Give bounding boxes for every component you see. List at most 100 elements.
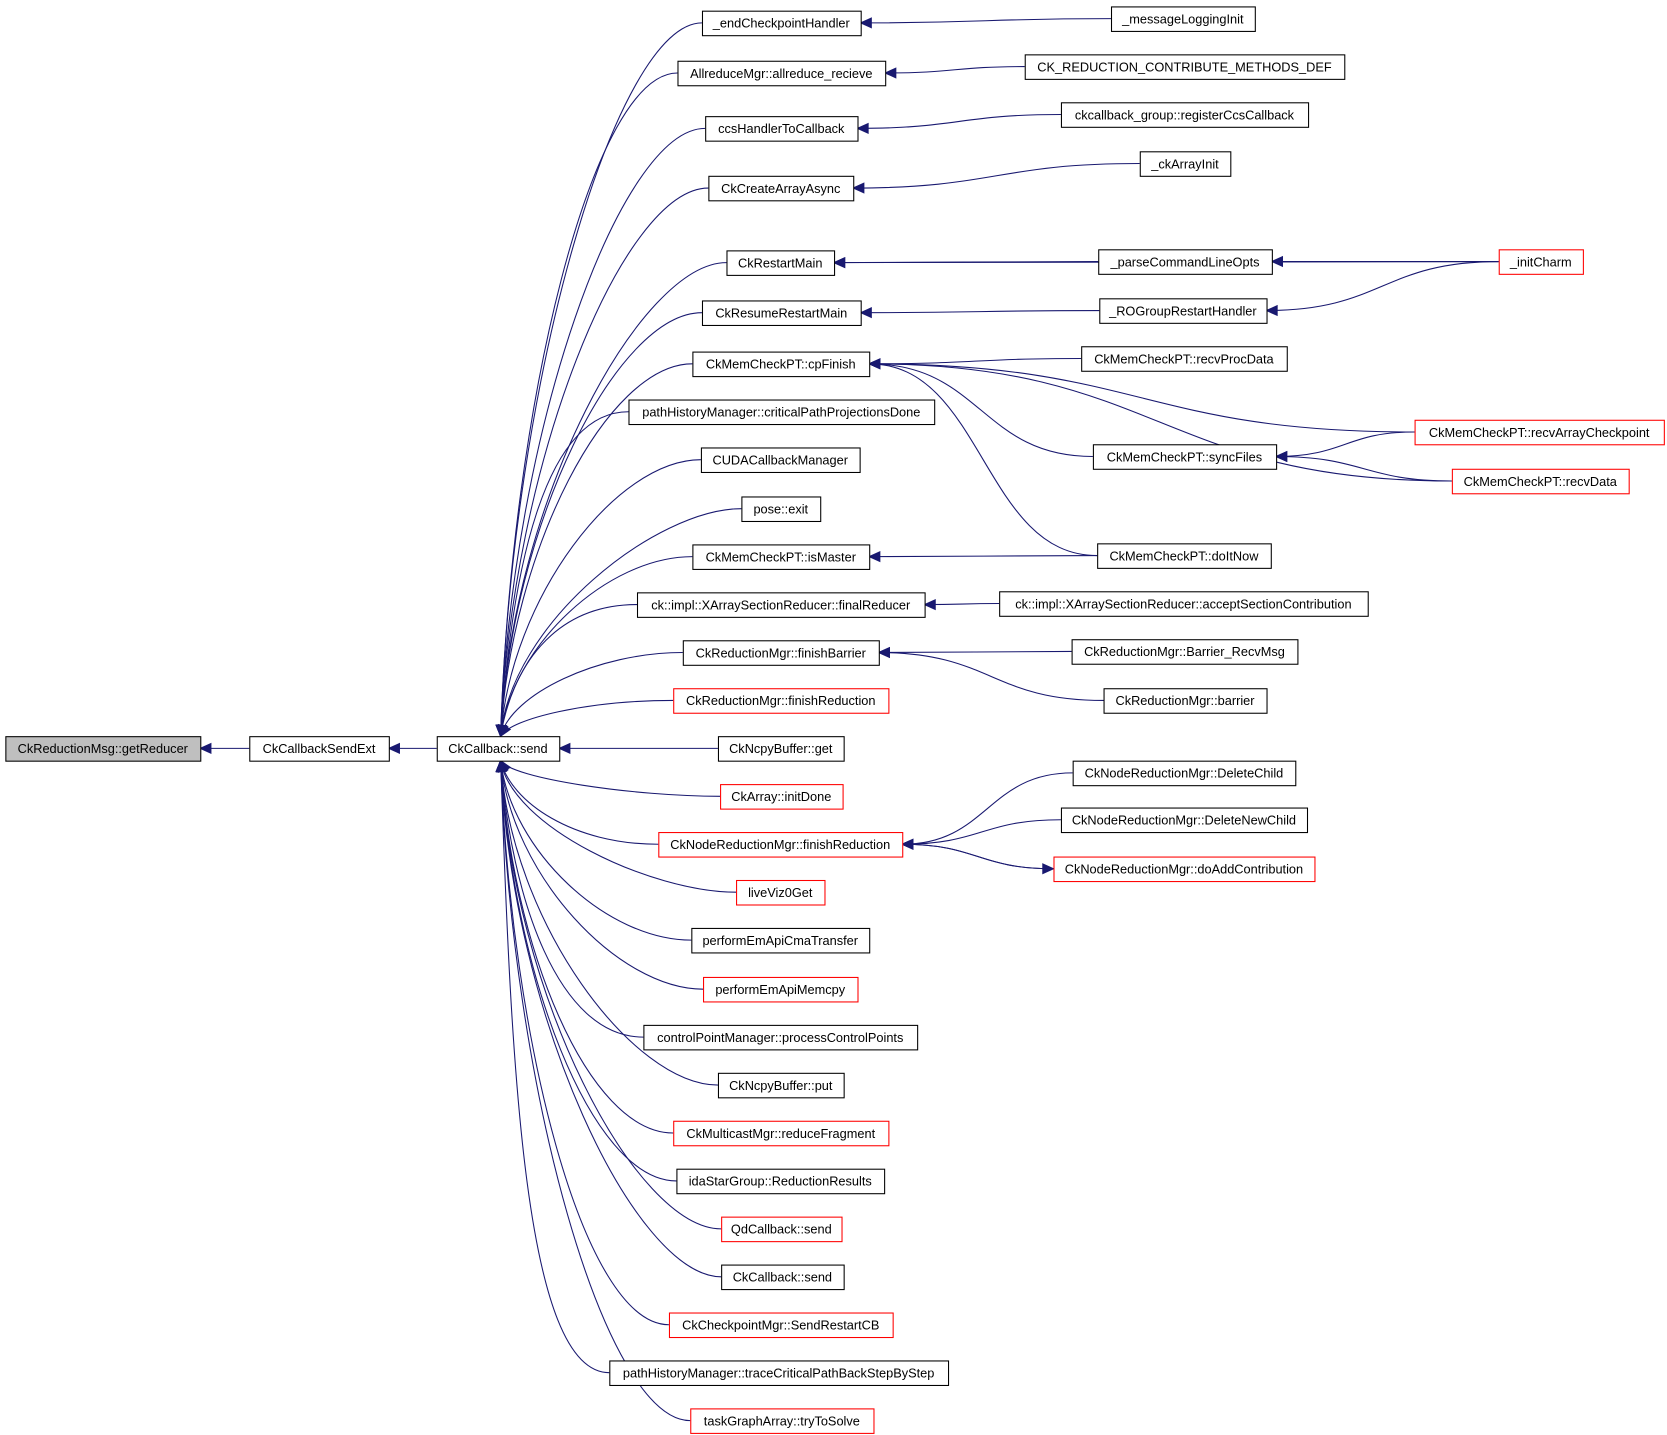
node-label: CkMemCheckPT::recvArrayCheckpoint bbox=[1429, 425, 1650, 440]
edge-nodeFinish-to-doAddContrib bbox=[902, 843, 1055, 875]
node-cknodereductionmgr-doaddcontribution[interactable]: CkNodeReductionMgr::doAddContribution bbox=[1053, 856, 1316, 883]
edge-line bbox=[878, 650, 1072, 654]
node-parsecommandlineopts[interactable]: _parseCommandLineOpts bbox=[1098, 249, 1273, 275]
node-label: CkNodeReductionMgr::doAddContribution bbox=[1065, 862, 1303, 877]
arrowhead-icon bbox=[883, 67, 897, 79]
edge-line bbox=[500, 127, 706, 737]
node-label: _parseCommandLineOpts bbox=[1110, 254, 1260, 269]
node-ckcallback-send[interactable]: CkCallback::send bbox=[721, 1264, 845, 1291]
edge-ctrlPoints-to-cbsend bbox=[495, 759, 644, 1038]
node-cknodereductionmgr-finishreduction[interactable]: CkNodeReductionMgr::finishReduction bbox=[658, 832, 904, 858]
node-ckresumerestartmain[interactable]: CkResumeRestartMain bbox=[701, 300, 862, 326]
node-ckcallbacksendext[interactable]: CkCallbackSendExt bbox=[249, 736, 390, 762]
node-ckarray-initdone[interactable]: CkArray::initDone bbox=[720, 784, 844, 810]
node-label: ckcallback_group::registerCcsCallback bbox=[1075, 107, 1295, 122]
node-box bbox=[692, 544, 871, 570]
node-performemapicmatransfer[interactable]: performEmApiCmaTransfer bbox=[691, 927, 871, 954]
node-idastargroup-reductionresults[interactable]: idaStarGroup::ReductionResults bbox=[676, 1168, 886, 1195]
node-allreducemgr-allreduce-recieve[interactable]: AllreduceMgr::allreduce_recieve bbox=[677, 60, 887, 87]
node-ckcallback-send[interactable]: CkCallback::send bbox=[436, 736, 561, 762]
node-performemapimemcpy[interactable]: performEmApiMemcpy bbox=[703, 976, 859, 1003]
node-label: CK_REDUCTION_CONTRIBUTE_METHODS_DEF bbox=[1037, 59, 1332, 74]
node-ckcallback-group-registerccscallback[interactable]: ckcallback_group::registerCcsCallback bbox=[1060, 102, 1310, 128]
node-initcharm[interactable]: _initCharm bbox=[1498, 249, 1584, 275]
node-ckncpybuffer-put[interactable]: CkNcpyBuffer::put bbox=[717, 1072, 845, 1099]
node-ckcreatearrayasync[interactable]: CkCreateArrayAsync bbox=[708, 175, 855, 202]
node-label: _initCharm bbox=[1509, 254, 1572, 269]
node-label: QdCallback::send bbox=[731, 1222, 832, 1237]
arrowhead-icon bbox=[856, 122, 869, 134]
node-ckmemcheckpt-doitnow[interactable]: CkMemCheckPT::doItNow bbox=[1097, 543, 1272, 569]
node-messagelogginginit[interactable]: _messageLoggingInit bbox=[1110, 6, 1256, 32]
node-ckreductionmsg-getreducer[interactable]: CkReductionMsg::getReducer bbox=[5, 736, 202, 762]
node-ccshandlertocallback[interactable]: ccsHandlerToCallback bbox=[705, 116, 859, 142]
node-ckarrayinit[interactable]: _ckArrayInit bbox=[1139, 151, 1232, 177]
arrowhead-icon bbox=[198, 742, 212, 755]
edge-line bbox=[500, 312, 702, 737]
node-ckreductionmgr-barrier-recvmsg[interactable]: CkReductionMgr::Barrier_RecvMsg bbox=[1071, 639, 1299, 665]
edge-line bbox=[1266, 261, 1499, 312]
node-label: _endCheckpointHandler bbox=[712, 16, 851, 31]
arrowhead-icon bbox=[557, 742, 571, 755]
node-ckrestartmain[interactable]: CkRestartMain bbox=[726, 250, 836, 276]
node-box bbox=[609, 1360, 950, 1386]
node-qdcallback-send[interactable]: QdCallback::send bbox=[721, 1216, 843, 1243]
arrowhead-icon bbox=[495, 759, 507, 773]
node-box bbox=[720, 784, 844, 810]
edge-line bbox=[500, 760, 737, 893]
node-ckmemcheckpt-recvdata[interactable]: CkMemCheckPT::recvData bbox=[1451, 468, 1630, 495]
node-ck-impl-xarraysectionreducer-finalreducer[interactable]: ck::impl::XArraySectionReducer::finalRed… bbox=[636, 592, 926, 618]
node-pathhistorymanager-tracecriticalpathbackstepbystep[interactable]: pathHistoryManager::traceCriticalPathBac… bbox=[609, 1360, 950, 1386]
node-label: liveViz0Get bbox=[748, 885, 813, 900]
node-ckmemcheckpt-syncfiles[interactable]: CkMemCheckPT::syncFiles bbox=[1092, 444, 1278, 470]
node-label: ck::impl::XArraySectionReducer::acceptSe… bbox=[1015, 596, 1351, 611]
node-pose-exit[interactable]: pose::exit bbox=[741, 496, 822, 523]
node-cknodereductionmgr-deletenewchild[interactable]: CkNodeReductionMgr::DeleteNewChild bbox=[1060, 807, 1309, 834]
node-ck-reduction-contribute-methods-def[interactable]: CK_REDUCTION_CONTRIBUTE_METHODS_DEF bbox=[1024, 54, 1346, 80]
node-box bbox=[1072, 760, 1297, 787]
node-cknodereductionmgr-deletechild[interactable]: CkNodeReductionMgr::DeleteChild bbox=[1072, 760, 1297, 787]
edge-line bbox=[500, 760, 722, 1230]
arrowhead-icon bbox=[1274, 450, 1288, 463]
node-ckreductionmgr-finishreduction[interactable]: CkReductionMgr::finishReduction bbox=[673, 688, 890, 714]
node-cudacallbackmanager[interactable]: CUDACallbackManager bbox=[700, 447, 861, 474]
node-box bbox=[1103, 688, 1268, 714]
edge-line bbox=[869, 363, 1093, 458]
edge-line bbox=[853, 162, 1140, 189]
node-box bbox=[436, 736, 561, 762]
node-pathhistorymanager-criticalpathprojectionsdone[interactable]: pathHistoryManager::criticalPathProjecti… bbox=[628, 399, 936, 426]
node-box bbox=[741, 496, 822, 523]
arrowhead-icon bbox=[1265, 304, 1278, 317]
node-ckreductionmgr-barrier[interactable]: CkReductionMgr::barrier bbox=[1103, 688, 1268, 714]
node-label: _messageLoggingInit bbox=[1121, 11, 1244, 26]
edge-line bbox=[902, 819, 1061, 845]
node-ckreductionmgr-finishbarrier[interactable]: CkReductionMgr::finishBarrier bbox=[682, 640, 880, 666]
node-liveviz0get[interactable]: liveViz0Get bbox=[736, 879, 826, 906]
edge-liveViz-to-cbsend bbox=[496, 759, 737, 893]
edge-nodeFinish-to-cbsend bbox=[497, 759, 659, 845]
node-label: CkReductionMgr::finishBarrier bbox=[696, 645, 867, 660]
arrowhead-icon bbox=[859, 17, 872, 29]
node-taskgrapharray-trytosolve[interactable]: taskGraphArray::tryToSolve bbox=[690, 1408, 875, 1434]
edge-line bbox=[500, 459, 701, 737]
node-label: AllreduceMgr::allreduce_recieve bbox=[690, 66, 872, 81]
edge-line bbox=[869, 363, 1415, 433]
node-ckmemcheckpt-cpfinish[interactable]: CkMemCheckPT::cpFinish bbox=[692, 351, 871, 378]
node-endcheckpointhandler[interactable]: _endCheckpointHandler bbox=[701, 10, 862, 37]
node-ckmulticastmgr-reducefragment[interactable]: CkMulticastMgr::reduceFragment bbox=[673, 1120, 890, 1147]
node-box bbox=[700, 447, 861, 474]
node-controlpointmanager-processcontrolpoints[interactable]: controlPointManager::processControlPoint… bbox=[643, 1024, 919, 1051]
node-ckmemcheckpt-ismaster[interactable]: CkMemCheckPT::isMaster bbox=[692, 544, 871, 570]
node-ckcheckpointmgr-sendrestartcb[interactable]: CkCheckpointMgr::SendRestartCB bbox=[668, 1312, 894, 1339]
node-ckmemcheckpt-recvarraycheckpoint[interactable]: CkMemCheckPT::recvArrayCheckpoint bbox=[1414, 419, 1665, 446]
node-box bbox=[628, 399, 936, 426]
node-ckncpybuffer-get[interactable]: CkNcpyBuffer::get bbox=[717, 736, 845, 762]
edge-ncpyGet-to-cbsend bbox=[557, 742, 718, 755]
node-box bbox=[1092, 444, 1278, 470]
edge-resumeRestart-to-cbsend bbox=[495, 312, 702, 738]
node-rogrouprestarthandler[interactable]: _ROGroupRestartHandler bbox=[1099, 298, 1268, 324]
node-box bbox=[705, 116, 859, 142]
node-ck-impl-xarraysectionreducer-acceptsectioncontribution[interactable]: ck::impl::XArraySectionReducer::acceptSe… bbox=[999, 591, 1369, 617]
node-ckmemcheckpt-recvprocdata[interactable]: CkMemCheckPT::recvProcData bbox=[1081, 346, 1288, 372]
node-label: performEmApiMemcpy bbox=[715, 982, 845, 997]
